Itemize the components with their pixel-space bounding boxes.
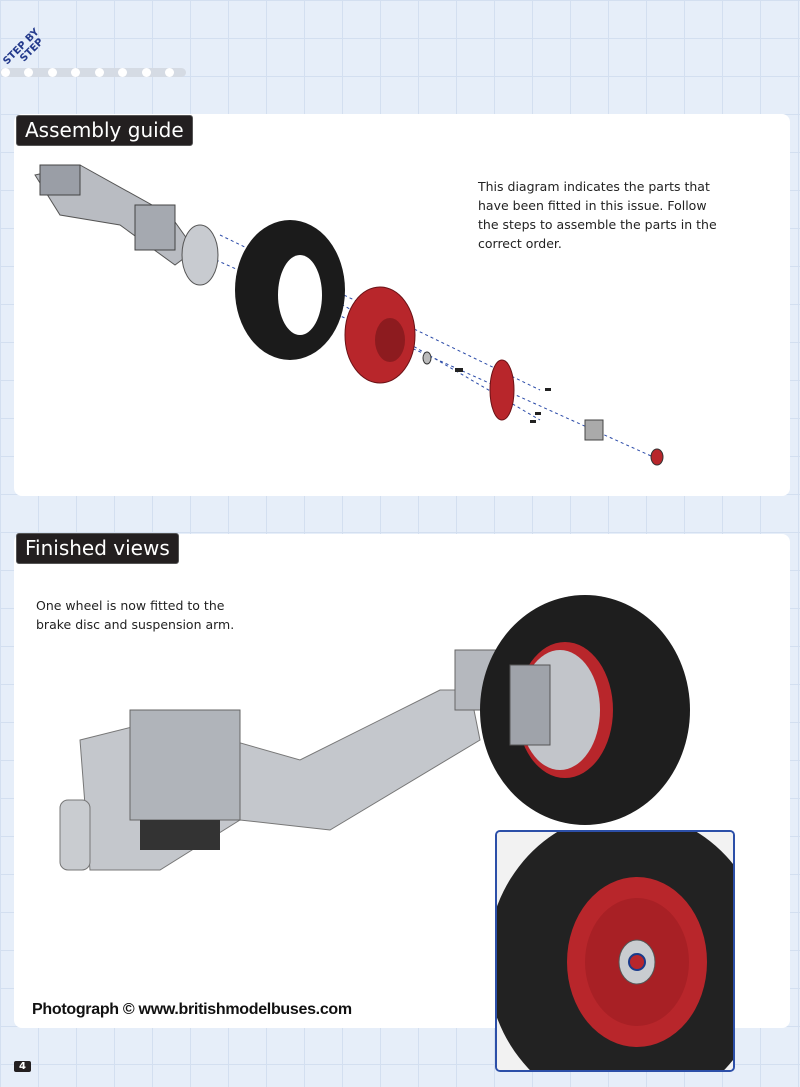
page-number: 4 [14, 1061, 31, 1072]
finished-description: One wheel is now fitted to the brake dis… [36, 598, 235, 632]
photo-credit: Photograph © www.britishmodelbuses.com [32, 1001, 352, 1018]
exploded-assembly-diagram [34, 164, 664, 466]
hub-cap-illustration [650, 448, 664, 466]
dot [71, 68, 80, 77]
dot [24, 68, 33, 77]
progress-dots [0, 68, 186, 77]
dot [165, 68, 174, 77]
dot [48, 68, 57, 77]
dot [118, 68, 127, 77]
finished-views-heading: Finished views [16, 533, 179, 564]
dot [95, 68, 104, 77]
brake-drum-illustration [344, 286, 416, 384]
assembly-description: This diagram indicates the parts that ha… [478, 179, 717, 251]
dot [142, 68, 151, 77]
wheel-closeup-photo [497, 832, 733, 1070]
finished-suspension-photo [59, 595, 690, 871]
hub-ring-illustration [489, 359, 515, 421]
dot [1, 68, 10, 77]
tyre-illustration [235, 220, 345, 360]
suspension-arm-illustration [34, 164, 219, 286]
hub-bracket-illustration [584, 419, 604, 441]
wheel-closeup-inset [495, 830, 735, 1072]
assembly-guide-heading: Assembly guide [16, 115, 193, 146]
